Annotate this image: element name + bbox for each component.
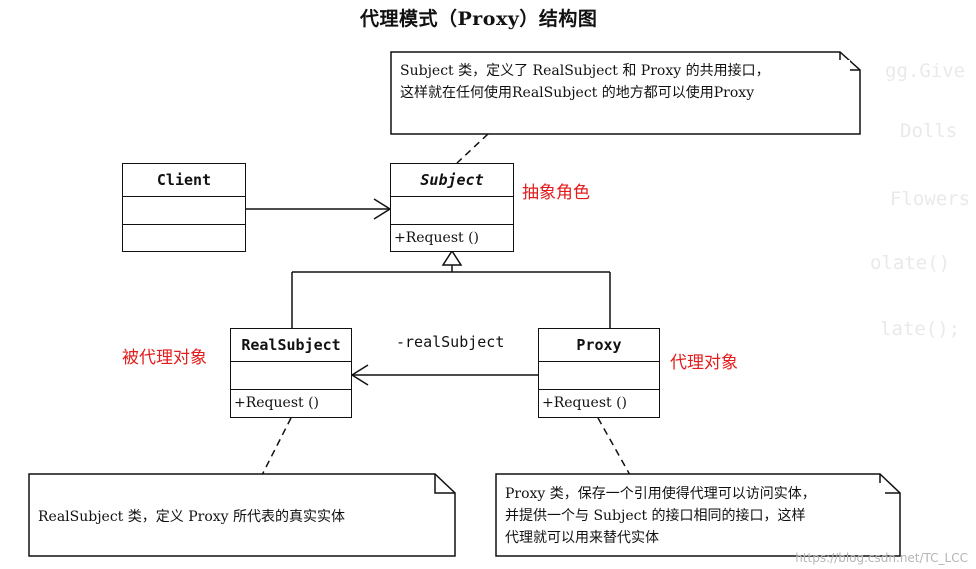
abstract-role-label: 抽象角色 [522,183,590,203]
proxy-note-line-3: 代理就可以用来替代实体 [505,530,659,546]
subject-note-line-2: 这样就在任何使用RealSubject 的地方都可以使用Proxy [400,85,755,101]
realsubject-note-line-1: RealSubject 类，定义 Proxy 所代表的真实实体 [38,509,346,525]
bg-code-1: gg.Give [885,60,966,82]
bg-code-2: Dolls [900,120,958,142]
realsubject-note-anchor [261,417,292,476]
proxy-note-line-1: Proxy 类，保存一个引用使得代理可以访问实体， [505,486,816,502]
association-label: -realSubject [396,333,505,351]
realsubject-class-attributes [231,362,351,390]
proxy-note-line-2: 并提供一个与 Subject 的接口相同的接口，这样 [505,508,806,524]
realsubject-note: RealSubject 类，定义 Proxy 所代表的真实实体 [38,506,438,528]
proxy-note: Proxy 类，保存一个引用使得代理可以访问实体， 并提供一个与 Subject… [505,483,885,549]
proxy-class[interactable]: Proxy +Request () [538,328,660,418]
proxy-role-label: 代理对象 [670,353,738,373]
bg-code-3: Flowers [890,188,971,210]
proxy-realsubject-arrowhead [350,364,369,386]
proxy-class-operation: +Request () [542,395,628,411]
client-class-name: Client [123,164,245,197]
realsubject-class-operation: +Request () [234,395,320,411]
subject-note: Subject 类，定义了 RealSubject 和 Proxy 的共用接口，… [400,60,850,104]
watermark: https://blog.csdn.net/TC_LCC [795,551,968,565]
subject-class-attributes [391,197,513,225]
proxy-class-name: Proxy [539,329,659,362]
realsubject-note-fold [434,474,455,494]
inheritance-triangle [441,249,463,266]
proxy-note-anchor [597,417,631,476]
subject-class-name: Subject [391,164,513,197]
subject-note-line-1: Subject 类，定义了 RealSubject 和 Proxy 的共用接口， [400,63,770,79]
realsubject-class-name: RealSubject [231,329,351,362]
diagram-title: 代理模式（Proxy）结构图 [360,8,598,30]
client-class-operations [123,225,245,252]
proxied-role-label: 被代理对象 [122,348,207,368]
subject-note-anchor [456,133,489,164]
proxy-class-attributes [539,362,659,390]
bg-code-5: late(); [880,318,961,340]
client-class-attributes [123,197,245,225]
client-class[interactable]: Client [122,163,246,252]
subject-class-operation: +Request () [394,230,480,246]
subject-class[interactable]: Subject +Request () [390,163,514,252]
bg-code-4: olate() [870,252,951,274]
realsubject-class[interactable]: RealSubject +Request () [230,328,352,418]
